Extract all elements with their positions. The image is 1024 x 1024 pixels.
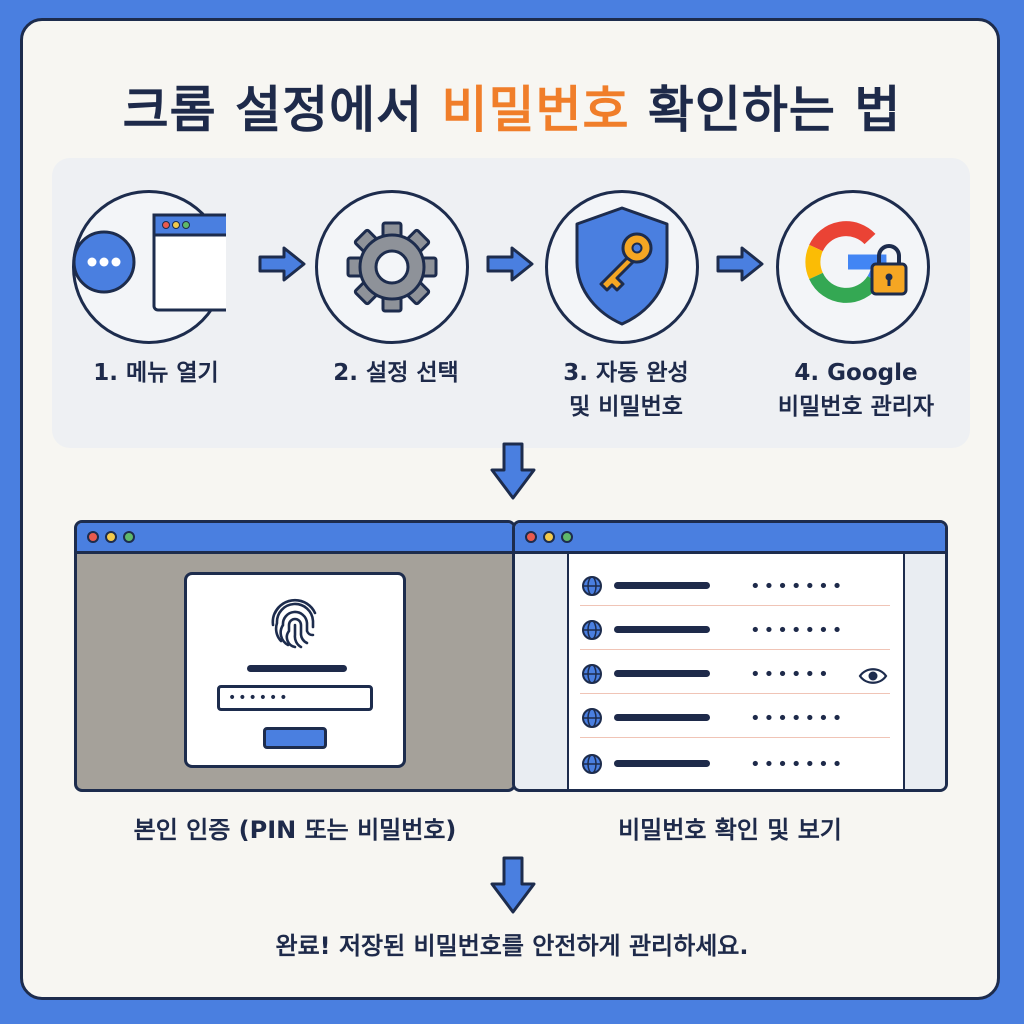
pin-mask: •••••• bbox=[228, 690, 290, 706]
maximize-dot bbox=[123, 531, 135, 543]
left-sidebar bbox=[515, 554, 569, 789]
password-browser-window bbox=[512, 520, 948, 792]
password-mask: ••••••• bbox=[750, 708, 846, 729]
arrow-right-icon bbox=[486, 246, 534, 282]
step-4-label: 4. Google 비밀번호 관리자 bbox=[777, 360, 935, 420]
browser-title-bar bbox=[515, 523, 945, 554]
minimize-dot bbox=[543, 531, 555, 543]
pin-input[interactable]: •••••• bbox=[217, 685, 373, 711]
password-mask: ••••••• bbox=[750, 754, 846, 775]
password-row[interactable]: •••••• bbox=[580, 654, 890, 694]
arrow-down-icon bbox=[490, 856, 536, 914]
globe-icon bbox=[582, 664, 602, 684]
close-dot bbox=[525, 531, 537, 543]
step-1-circle bbox=[72, 190, 226, 344]
password-row[interactable]: ••••••• bbox=[580, 566, 890, 606]
fingerprint-icon bbox=[271, 598, 317, 649]
password-caption: 비밀번호 확인 및 보기 bbox=[618, 816, 842, 844]
globe-icon bbox=[582, 708, 602, 728]
password-row[interactable]: ••••••• bbox=[580, 698, 890, 738]
step-4-circle bbox=[776, 190, 930, 344]
auth-caption: 본인 인증 (PIN 또는 비밀번호) bbox=[133, 816, 457, 844]
password-row[interactable]: ••••••• bbox=[580, 610, 890, 650]
shield-key-icon bbox=[575, 206, 669, 326]
password-row[interactable]: ••••••• bbox=[580, 744, 890, 784]
browser-title-bar bbox=[77, 523, 513, 554]
password-mask: ••••••• bbox=[750, 620, 846, 641]
step-2-label: 2. 설정 선택 bbox=[333, 360, 459, 386]
password-mask: •••••• bbox=[750, 664, 832, 685]
password-mask: ••••••• bbox=[750, 576, 846, 597]
submit-button[interactable] bbox=[263, 727, 327, 749]
arrow-right-icon bbox=[258, 246, 306, 282]
globe-icon bbox=[582, 620, 602, 640]
site-name-bar bbox=[614, 670, 710, 677]
username-placeholder-bar bbox=[247, 665, 347, 672]
step-3-circle bbox=[545, 190, 699, 344]
site-name-bar bbox=[614, 760, 710, 767]
site-name-bar bbox=[614, 626, 710, 633]
close-dot bbox=[87, 531, 99, 543]
site-name-bar bbox=[614, 714, 710, 721]
auth-browser-window: •••••• bbox=[74, 520, 516, 792]
step-1-label: 1. 메뉴 열기 bbox=[93, 360, 219, 386]
menu-window-icon bbox=[72, 213, 226, 312]
arrow-down-icon bbox=[490, 442, 536, 500]
step-2-circle bbox=[315, 190, 469, 344]
globe-icon bbox=[582, 576, 602, 596]
minimize-dot bbox=[105, 531, 117, 543]
step-3-label: 3. 자동 완성 및 비밀번호 bbox=[563, 360, 689, 420]
maximize-dot bbox=[561, 531, 573, 543]
right-sidebar bbox=[903, 554, 945, 789]
site-name-bar bbox=[614, 582, 710, 589]
title-highlight: 비밀번호 bbox=[441, 81, 630, 139]
page-title: 크롬 설정에서 비밀번호 확인하는 법 bbox=[122, 81, 902, 139]
arrow-right-icon bbox=[716, 246, 764, 282]
auth-dialog: •••••• bbox=[184, 572, 406, 768]
globe-icon bbox=[582, 754, 602, 774]
completion-message: 완료! 저장된 비밀번호를 안전하게 관리하세요. bbox=[275, 932, 749, 960]
eye-icon[interactable] bbox=[858, 666, 888, 686]
gear-icon bbox=[346, 221, 438, 313]
google-lock-icon bbox=[805, 221, 908, 303]
